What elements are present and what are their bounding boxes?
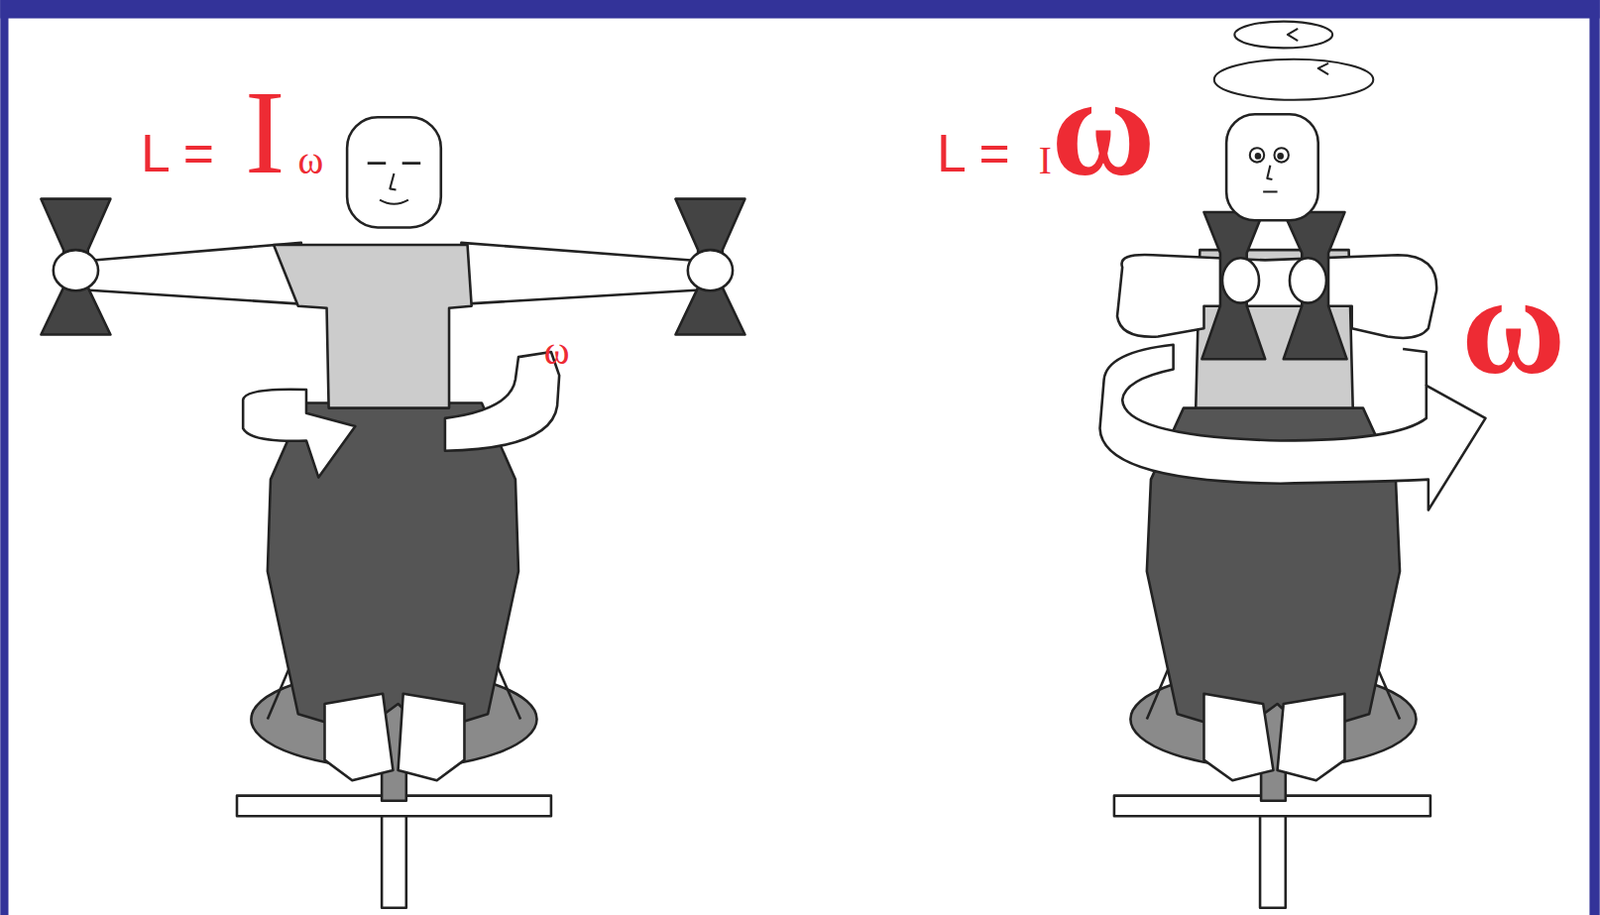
dizzy-circle [1214, 59, 1374, 101]
rotation-label: ω [1461, 253, 1566, 397]
left-figure [40, 116, 745, 908]
formula-lhs: L = [140, 126, 215, 181]
dumbbell [1201, 212, 1265, 359]
pupil [1256, 153, 1260, 158]
dumbbell [675, 199, 745, 336]
shoe [324, 693, 393, 781]
dumbbell [40, 199, 111, 336]
pants [267, 402, 519, 732]
dizzy-circle [1234, 21, 1333, 49]
nose [389, 173, 396, 190]
hand [1222, 257, 1259, 303]
rotation-arrow [1100, 344, 1486, 511]
nose [1266, 165, 1272, 180]
frame-right [1589, 0, 1600, 915]
shoe [1203, 693, 1273, 781]
moment-of-inertia-large: I [244, 72, 285, 193]
hand [53, 249, 99, 291]
right-figure [1100, 21, 1486, 909]
closed-eyes [367, 161, 422, 165]
shirt [273, 244, 472, 409]
moment-of-inertia-small: I [1038, 140, 1052, 180]
dumbbell [1283, 212, 1348, 359]
head [1226, 114, 1319, 221]
eye [1250, 147, 1264, 162]
arm [82, 242, 302, 305]
mouth [1262, 190, 1277, 193]
head [346, 116, 442, 228]
eye [1273, 147, 1288, 162]
formula-lhs: L = [936, 126, 1011, 181]
rotation-arrow [445, 351, 560, 452]
hand [1289, 257, 1327, 303]
angular-velocity-small: ω [298, 140, 325, 180]
smile [379, 200, 409, 205]
stool-stem [1259, 815, 1286, 909]
rotation-arrow [242, 389, 355, 478]
stool-stem [381, 815, 407, 909]
dizzy-arrowheads [1287, 28, 1329, 75]
frame-top [0, 0, 1600, 19]
hand [687, 249, 733, 291]
folded-arms [1117, 254, 1437, 339]
pupil [1278, 153, 1283, 158]
shoe [398, 693, 465, 781]
frame-left [0, 0, 8, 915]
rotation-label: ω [544, 331, 571, 370]
shoe [1277, 693, 1346, 781]
angular-velocity-large: ω [1050, 55, 1155, 199]
arm [460, 242, 704, 305]
rotation-arrow-back [1402, 348, 1427, 386]
